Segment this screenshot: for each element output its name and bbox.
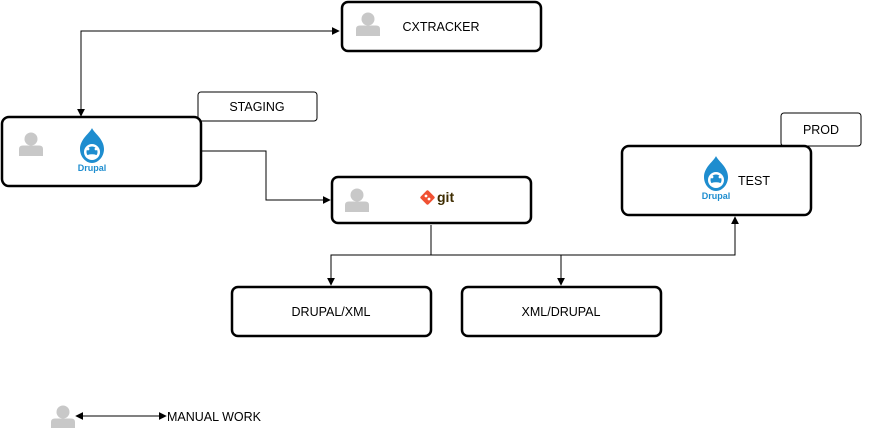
tag-prod-box (780, 112, 862, 147)
node-test[interactable]: Drupal TEST (620, 144, 813, 217)
tag-staging-label: STAGING (229, 100, 284, 114)
edge-split-xml-drupal (431, 254, 565, 286)
node-xml-drupal-box (460, 285, 663, 338)
edges (75, 27, 739, 420)
edge-cxtracker-staging (77, 27, 340, 117)
node-xml-drupal-label: XML/DRUPAL (522, 305, 601, 319)
drupal-logo-text: Drupal (78, 163, 107, 173)
node-staging[interactable]: Drupal (0, 115, 203, 188)
tag-prod-label: PROD (803, 123, 839, 137)
node-cxtracker-box (340, 0, 543, 53)
node-xml-drupal[interactable]: XML/DRUPAL (460, 285, 663, 338)
drupal-logo-text: Drupal (702, 191, 731, 201)
legend: MANUAL WORK (51, 405, 262, 428)
legend-label: MANUAL WORK (167, 410, 262, 424)
tag-staging-box (197, 91, 318, 122)
edge-staging-git (202, 150, 331, 204)
node-test-label: TEST (738, 174, 770, 188)
node-cxtracker-label: CXTRACKER (402, 20, 479, 34)
drupal-logo-icon: Drupal (78, 128, 107, 173)
node-cxtracker[interactable]: CXTRACKER (340, 0, 543, 53)
edge-split-test (561, 216, 739, 256)
drupal-logo-icon: Drupal (702, 156, 731, 201)
tag-staging[interactable]: STAGING (197, 91, 318, 122)
node-drupal-xml[interactable]: DRUPAL/XML (230, 285, 433, 338)
edge-split-drupal-xml (327, 254, 431, 286)
user-icon (51, 405, 75, 428)
git-logo-icon: git (420, 189, 454, 205)
node-git[interactable]: git (330, 175, 533, 225)
git-logo-text: git (437, 189, 454, 205)
node-drupal-xml-box (230, 285, 433, 338)
tag-prod[interactable]: PROD (780, 112, 862, 147)
node-drupal-xml-label: DRUPAL/XML (292, 305, 371, 319)
